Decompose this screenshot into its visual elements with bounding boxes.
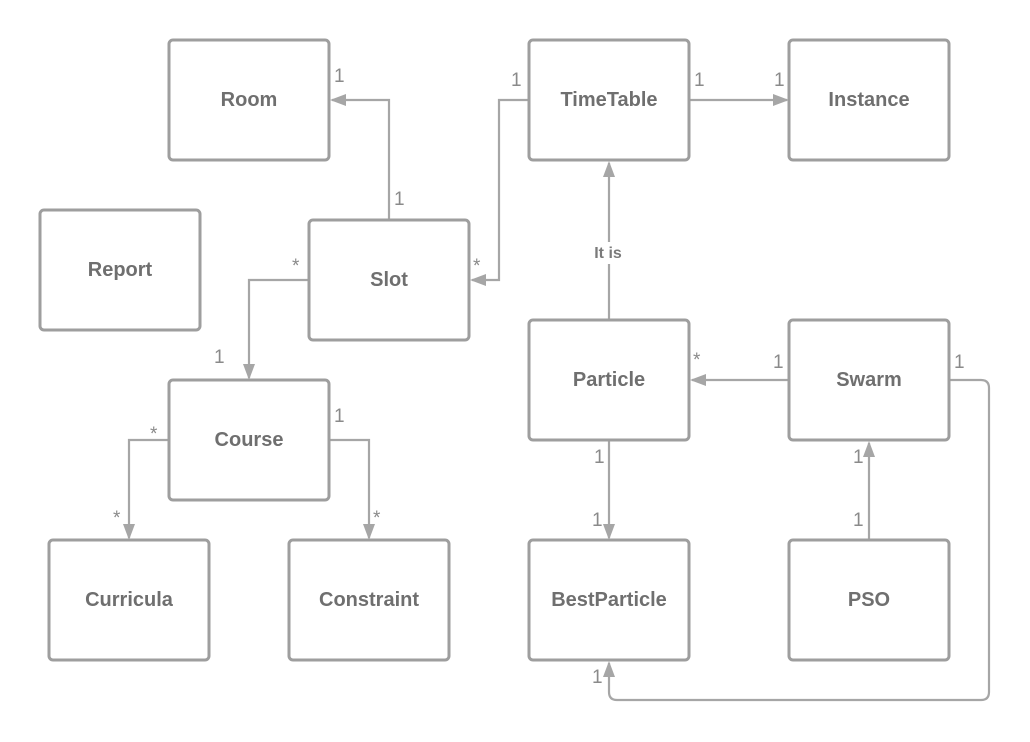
mult-swarm-bestparticle-target: 1 bbox=[592, 667, 603, 688]
class-pso[interactable]: PSO bbox=[787, 538, 951, 662]
mult-room-end: 1 bbox=[334, 66, 345, 87]
mult-slot-course-target: 1 bbox=[214, 347, 225, 368]
class-timetable[interactable]: TimeTable bbox=[527, 38, 691, 162]
mult-course-constraint-target: * bbox=[373, 508, 381, 529]
mult-course-constraint-source: 1 bbox=[334, 406, 345, 427]
class-instance-label: Instance bbox=[828, 89, 909, 111]
mult-pso-swarm-target: 1 bbox=[853, 447, 864, 468]
edge-swarm-particle bbox=[690, 374, 789, 386]
class-course[interactable]: Course bbox=[167, 378, 331, 502]
class-room[interactable]: Room bbox=[167, 38, 331, 162]
mult-course-curricula-source: * bbox=[150, 424, 158, 445]
class-instance[interactable]: Instance bbox=[787, 38, 951, 162]
edge-timetable-slot bbox=[470, 98, 529, 286]
class-constraint[interactable]: Constraint bbox=[287, 538, 451, 662]
mult-swarm-bestparticle-source: 1 bbox=[954, 352, 965, 373]
edge-course-constraint bbox=[330, 438, 375, 540]
class-bestparticle-label: BestParticle bbox=[551, 589, 667, 611]
mult-swarm-particle-source: 1 bbox=[773, 352, 784, 373]
mult-slot-end: 1 bbox=[394, 189, 405, 210]
mult-pso-swarm-source: 1 bbox=[853, 510, 864, 531]
edge-timetable-instance bbox=[690, 94, 789, 106]
class-report[interactable]: Report bbox=[38, 208, 202, 332]
class-pso-label: PSO bbox=[848, 589, 890, 611]
class-report-label: Report bbox=[88, 259, 153, 281]
class-bestparticle[interactable]: BestParticle bbox=[527, 538, 691, 662]
class-constraint-label: Constraint bbox=[319, 589, 419, 611]
class-slot[interactable]: Slot bbox=[307, 218, 471, 342]
mult-timetable-slot-source: 1 bbox=[511, 70, 522, 91]
label-it-is: It is bbox=[594, 245, 622, 262]
class-swarm-label: Swarm bbox=[836, 369, 902, 391]
mult-timetable-instance-target: 1 bbox=[774, 70, 785, 91]
edge-slot-room bbox=[330, 94, 391, 220]
mult-slot-course-source: * bbox=[292, 256, 300, 277]
class-swarm[interactable]: Swarm bbox=[787, 318, 951, 442]
class-slot-label: Slot bbox=[370, 269, 408, 291]
mult-timetable-instance-source: 1 bbox=[694, 70, 705, 91]
edge-particle-timetable bbox=[603, 161, 615, 320]
class-curricula[interactable]: Curricula bbox=[47, 538, 211, 662]
class-particle[interactable]: Particle bbox=[527, 318, 691, 442]
class-course-label: Course bbox=[215, 429, 284, 451]
class-particle-label: Particle bbox=[573, 369, 645, 391]
mult-course-curricula-target: * bbox=[113, 508, 121, 529]
edge-course-curricula bbox=[123, 438, 169, 540]
edge-slot-course bbox=[243, 278, 309, 380]
edge-swarm-bestparticle bbox=[603, 378, 991, 702]
edge-pso-swarm bbox=[863, 441, 875, 540]
edge-particle-bestparticle bbox=[603, 440, 615, 540]
mult-swarm-particle-target: * bbox=[693, 350, 701, 371]
mult-particle-bestparticle-target: 1 bbox=[592, 510, 603, 531]
class-curricula-label: Curricula bbox=[85, 589, 174, 611]
class-timetable-label: TimeTable bbox=[560, 89, 657, 111]
mult-particle-bestparticle-source: 1 bbox=[594, 447, 605, 468]
class-room-label: Room bbox=[221, 89, 278, 111]
mult-timetable-slot-target: * bbox=[473, 256, 481, 277]
